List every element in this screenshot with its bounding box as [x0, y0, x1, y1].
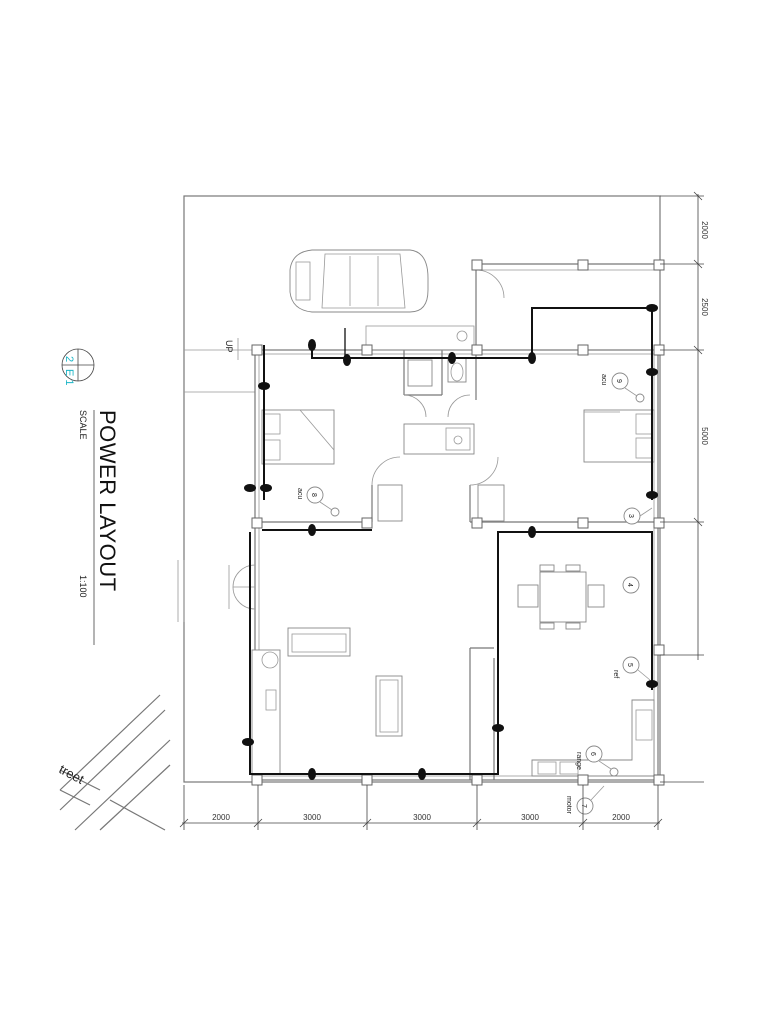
circuit-number-4: 4	[626, 583, 633, 587]
circuit-number-6: 6	[589, 752, 596, 756]
carport	[475, 263, 658, 350]
title-block: POWER LAYOUT SCALE 1:100 2 E 1	[61, 348, 120, 645]
circuit-label-8: acu	[296, 488, 303, 499]
drawing-title: POWER LAYOUT	[95, 410, 120, 592]
circuit-tag-8: 8 acu	[296, 486, 340, 517]
circuit-label-9: acu	[600, 374, 607, 385]
street-label: treet	[57, 761, 87, 787]
wardrobe-left	[377, 484, 403, 522]
front-door	[228, 564, 256, 610]
scale-value: 1:100	[78, 575, 88, 598]
circuit-tag-4: 4	[622, 576, 640, 594]
kitchen-counter	[531, 699, 655, 777]
stair-up-label: UP	[224, 340, 234, 353]
circuit-tag-5: 5 ref	[612, 656, 651, 681]
bottom-dimension-line: 2000 3000 3000 3000 2000	[179, 785, 663, 830]
circuit-tag-3: 3	[623, 507, 653, 525]
dim-bottom-5: 2000	[612, 813, 630, 822]
scale-label: SCALE	[78, 410, 88, 440]
site-boundary	[183, 195, 661, 783]
circuit-tag-9: 9 acu	[600, 372, 645, 403]
dim-right-1: 2000	[700, 221, 709, 239]
right-dimension-line: 2000 2500 5000	[660, 191, 709, 783]
dim-bottom-3: 3000	[413, 813, 431, 822]
bubble-top-number: 2	[63, 356, 75, 362]
dim-right-2: 2500	[700, 298, 709, 316]
dim-bottom-1: 2000	[212, 813, 230, 822]
power-wiring	[249, 307, 653, 775]
circuit-label-5: ref	[612, 670, 619, 678]
circuit-number-7: 7	[580, 804, 587, 808]
bubble-sheet-ref: E 1	[63, 369, 75, 386]
circuit-label-7: motor	[565, 796, 572, 815]
circuit-number-9: 9	[615, 379, 622, 383]
dim-right-3: 5000	[700, 427, 709, 445]
circuit-tag-6: 6 range	[575, 745, 619, 777]
outlet-symbols	[242, 304, 658, 780]
circuit-number-5: 5	[626, 663, 633, 667]
circuit-number-3: 3	[627, 514, 634, 518]
street-map: treet	[57, 694, 171, 831]
wardrobe-right	[477, 484, 505, 522]
circuit-label-6: range	[575, 752, 582, 770]
living-room-furniture	[251, 627, 403, 775]
circuit-number-8: 8	[310, 493, 317, 497]
dim-bottom-4: 3000	[521, 813, 539, 822]
car-outline	[289, 249, 429, 313]
bed-right	[583, 409, 655, 463]
bed-left	[261, 409, 335, 465]
bathroom-fixtures	[365, 325, 475, 455]
dim-bottom-2: 3000	[303, 813, 321, 822]
dining-table	[517, 564, 605, 630]
circuit-tag-7: 7 motor	[565, 785, 605, 815]
